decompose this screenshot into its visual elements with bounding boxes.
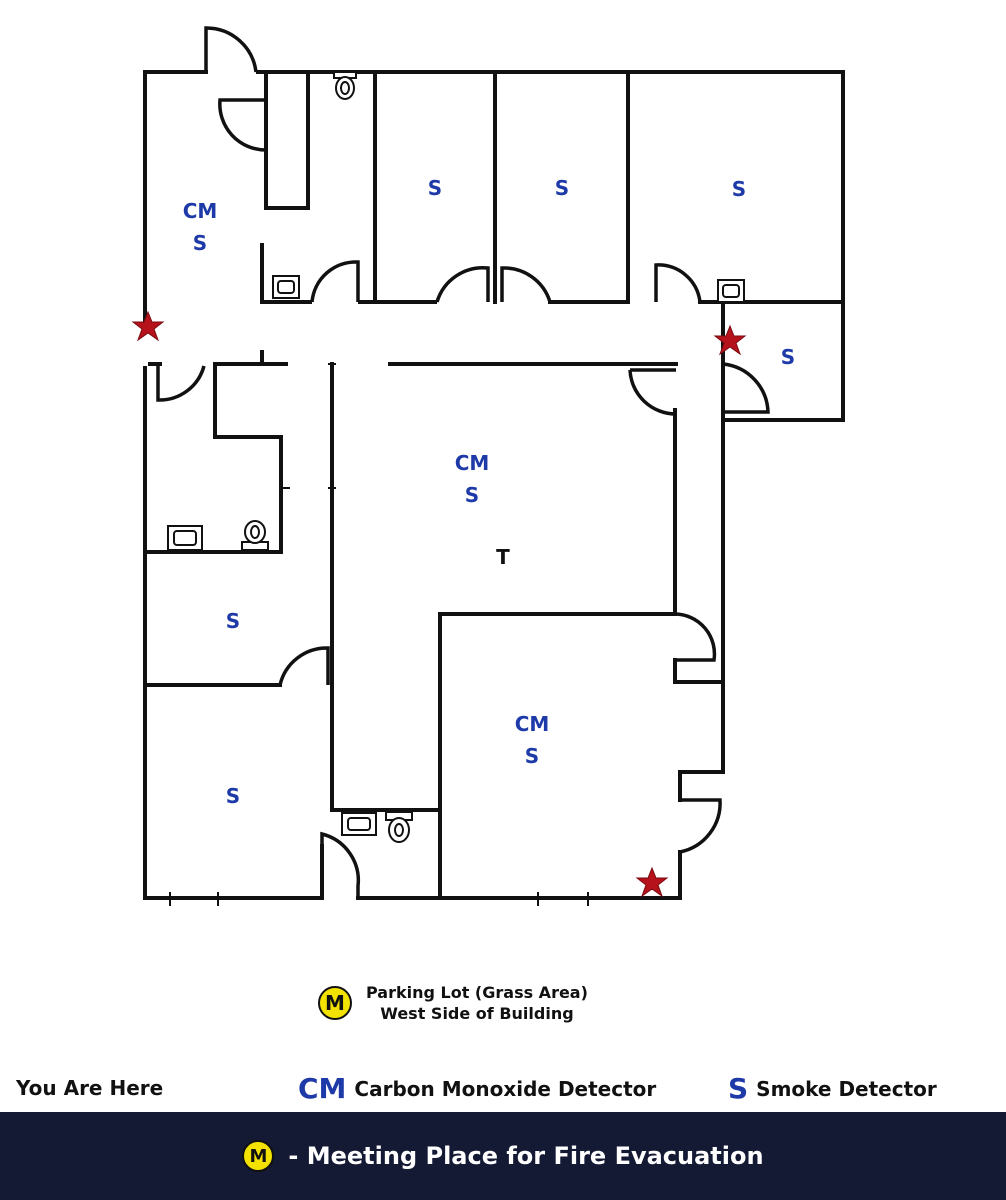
sink-icon: [717, 279, 745, 303]
detector-label: CM: [455, 451, 490, 475]
toilet-icon: [385, 811, 413, 843]
meeting-point-line2: West Side of Building: [380, 1004, 574, 1023]
footer-banner: M - Meeting Place for Fire Evacuation: [0, 1112, 1006, 1200]
doors: [156, 26, 770, 898]
room-labels: CM S S S S S CM S T S S CM S: [183, 176, 796, 808]
meeting-point-icon: M: [318, 986, 352, 1020]
detector-label: S: [428, 176, 442, 200]
meeting-point-icon: M: [242, 1140, 275, 1172]
footer-text: - Meeting Place for Fire Evacuation: [288, 1142, 764, 1170]
legend-s: S Smoke Detector: [728, 1072, 937, 1105]
sink-icon: [167, 525, 203, 551]
detector-label: S: [525, 744, 539, 768]
meeting-point-text: Parking Lot (Grass Area) West Side of Bu…: [366, 982, 588, 1024]
detector-label: S: [465, 483, 479, 507]
meeting-point-line1: Parking Lot (Grass Area): [366, 983, 588, 1002]
toilet-icon: [241, 520, 269, 551]
fixtures: [167, 71, 745, 843]
meeting-point: M Parking Lot (Grass Area) West Side of …: [318, 982, 588, 1024]
walls: [143, 70, 845, 900]
star-icon: [635, 866, 669, 898]
detector-label: S: [226, 609, 240, 633]
legend-cm-label: Carbon Monoxide Detector: [354, 1076, 657, 1101]
exit-stars: [131, 310, 747, 898]
sink-icon: [272, 275, 300, 299]
detector-label: S: [732, 177, 746, 201]
legend-s-label: Smoke Detector: [756, 1076, 937, 1101]
legend-cm: CM Carbon Monoxide Detector: [298, 1072, 656, 1105]
sink-icon: [341, 812, 377, 836]
legend-cm-symbol: CM: [298, 1072, 347, 1105]
detector-label: S: [226, 784, 240, 808]
detector-label: CM: [183, 199, 218, 223]
detector-label: S: [193, 231, 207, 255]
legend-s-symbol: S: [728, 1072, 749, 1105]
star-icon: [131, 310, 165, 342]
floor-plan: CM S S S S S CM S T S S CM S: [131, 26, 845, 906]
legend-you-are-here: You Are Here: [16, 1076, 164, 1100]
toilet-icon: [333, 71, 357, 100]
detector-label: CM: [515, 712, 550, 736]
room-label: T: [496, 545, 510, 569]
detector-label: S: [781, 345, 795, 369]
star-icon: [713, 324, 747, 356]
detector-label: S: [555, 176, 569, 200]
wall-ticks: [169, 363, 589, 906]
